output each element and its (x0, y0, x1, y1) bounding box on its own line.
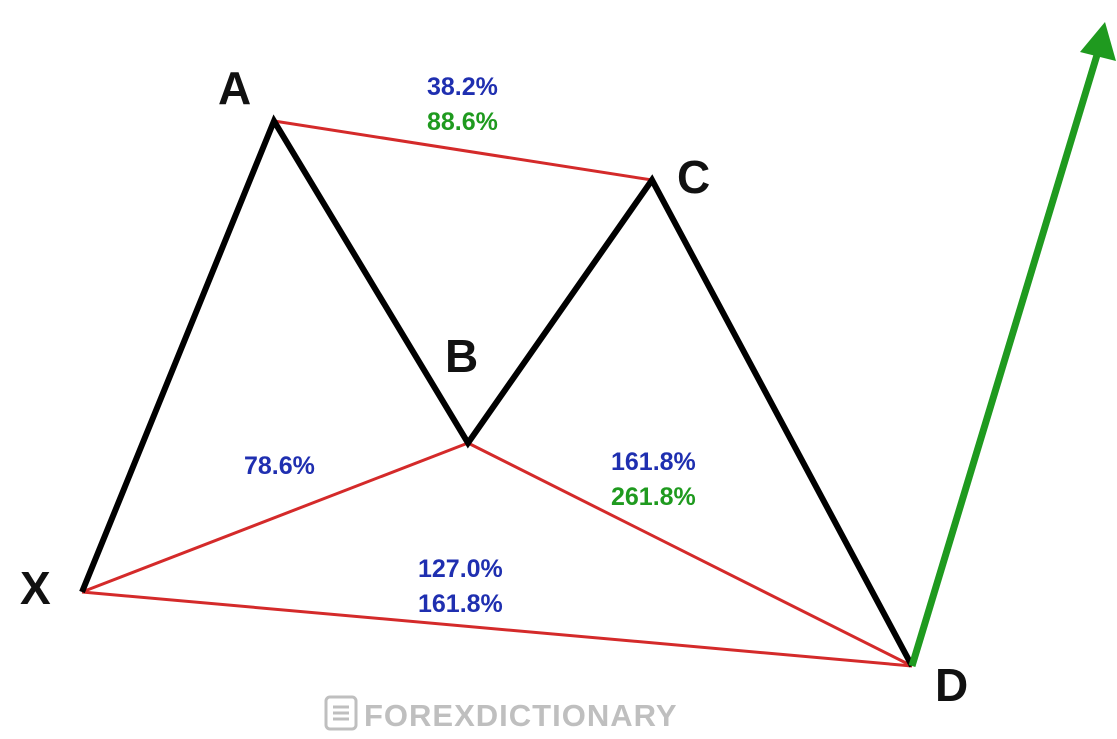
point-label-x: X (20, 562, 51, 614)
watermark: FOREXDICTIONARY (324, 695, 678, 733)
ratio-xb-retracement: 78.6% (244, 452, 315, 480)
line-x-d (81, 590, 913, 668)
line-b-d (467, 441, 913, 668)
ratio-ac-alt: 88.6% (427, 108, 498, 136)
arrow-head-icon (1080, 22, 1116, 61)
ratio-bd-alt: 261.8% (611, 483, 696, 511)
arrow-shaft (908, 53, 1101, 668)
watermark-text: FOREXDICTIONARY (364, 698, 678, 733)
point-label-b: B (445, 330, 478, 382)
pattern-legs (79, 114, 915, 668)
ratio-xd-extension: 127.0% (418, 555, 503, 583)
point-label-c: C (677, 151, 710, 203)
point-label-d: D (935, 659, 968, 711)
point-label-a: A (218, 62, 251, 114)
ratio-xd-alt: 161.8% (418, 590, 503, 618)
line-x-b (81, 441, 469, 594)
ratio-bd-extension: 161.8% (611, 448, 696, 476)
watermark-logo-icon (324, 695, 358, 731)
line-a-c (273, 119, 653, 182)
ratio-ac-retracement: 38.2% (427, 73, 498, 101)
